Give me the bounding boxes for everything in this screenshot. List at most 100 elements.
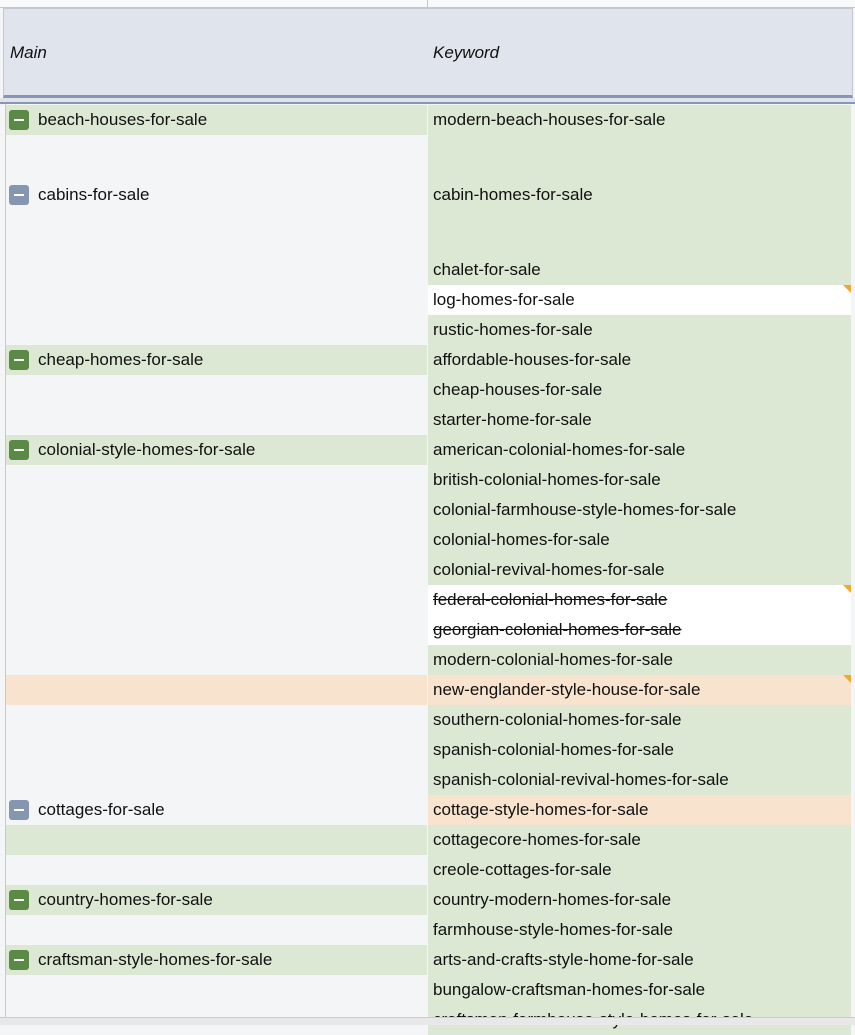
keyword-label: federal-colonial-homes-for-sale	[433, 590, 668, 609]
collapse-group-minus-icon[interactable]	[9, 950, 29, 970]
collapse-group-minus-icon[interactable]	[9, 890, 29, 910]
keyword-cell[interactable]: cheap-houses-for-sale	[428, 375, 851, 405]
keyword-label: cheap-houses-for-sale	[433, 380, 603, 399]
main-keyword-label: country-homes-for-sale	[38, 890, 213, 909]
keyword-label: starter-home-for-sale	[433, 410, 592, 429]
keyword-cell[interactable]: modern-beach-houses-for-sale	[428, 105, 851, 135]
main-cell[interactable]	[6, 915, 427, 945]
keyword-label: cottagecore-homes-for-sale	[433, 830, 641, 849]
main-cell[interactable]	[6, 855, 427, 885]
table-row: chalet-for-sale	[0, 255, 855, 285]
keyword-cell[interactable]: affordable-houses-for-sale	[428, 345, 851, 375]
main-cell[interactable]	[6, 645, 427, 675]
keyword-label: bungalow-craftsman-homes-for-sale	[433, 980, 706, 999]
main-cell[interactable]: cheap-homes-for-sale	[6, 345, 427, 375]
horizontal-scrollbar[interactable]	[0, 1017, 855, 1025]
table-row: craftsman-style-homes-for-sale arts-and-c…	[0, 945, 855, 975]
keyword-cell[interactable]: american-colonial-homes-for-sale	[428, 435, 851, 465]
keyword-label: colonial-homes-for-sale	[433, 530, 610, 549]
main-cell[interactable]: beach-houses-for-sale	[6, 105, 427, 135]
collapse-group-minus-icon[interactable]	[9, 110, 29, 130]
main-cell[interactable]: colonial-style-homes-for-sale	[6, 435, 427, 465]
table-row: colonial-farmhouse-style-homes-for-sale	[0, 495, 855, 525]
collapse-group-minus-icon[interactable]	[9, 440, 29, 460]
keyword-cell[interactable]: southern-colonial-homes-for-sale	[428, 705, 851, 735]
keyword-label: colonial-revival-homes-for-sale	[433, 560, 665, 579]
keyword-label: cabin-homes-for-sale	[433, 185, 593, 204]
keyword-cell[interactable]: spanish-colonial-homes-for-sale	[428, 735, 851, 765]
keyword-label: country-modern-homes-for-sale	[433, 890, 672, 909]
keyword-cell[interactable]: cottagecore-homes-for-sale	[428, 825, 851, 855]
keyword-label: british-colonial-homes-for-sale	[433, 470, 661, 489]
collapse-group-minus-icon[interactable]	[9, 350, 29, 370]
table-row: cheap-houses-for-sale	[0, 375, 855, 405]
main-cell[interactable]	[6, 705, 427, 735]
keyword-cell[interactable]: farmhouse-style-homes-for-sale	[428, 915, 851, 945]
column-header-main[interactable]: Main	[10, 43, 47, 62]
keyword-label: american-colonial-homes-for-sale	[433, 440, 686, 459]
keyword-cell[interactable]: cottage-style-homes-for-sale	[428, 795, 851, 825]
main-cell[interactable]	[6, 315, 427, 345]
table-row: new-englander-style-house-for-sale	[0, 675, 855, 705]
table-row: southern-colonial-homes-for-sale	[0, 705, 855, 735]
table-row: country-homes-for-sale country-modern-hom…	[0, 885, 855, 915]
main-cell[interactable]	[6, 975, 427, 1005]
main-keyword-label: cabins-for-sale	[38, 185, 150, 204]
keyword-cell[interactable]: starter-home-for-sale	[428, 405, 851, 435]
column-header-strip	[0, 0, 855, 8]
main-cell[interactable]	[6, 525, 427, 555]
comment-indicator-icon[interactable]	[843, 585, 851, 593]
keyword-cell[interactable]: log-homes-for-sale	[428, 285, 851, 315]
main-cell[interactable]	[6, 765, 427, 795]
keyword-cell[interactable]: british-colonial-homes-for-sale	[428, 465, 851, 495]
keyword-label: new-englander-style-house-for-sale	[433, 680, 701, 699]
main-cell[interactable]	[6, 555, 427, 585]
collapse-group-minus-icon[interactable]	[9, 800, 29, 820]
main-cell[interactable]: country-homes-for-sale	[6, 885, 427, 915]
main-cell[interactable]	[6, 285, 427, 315]
keyword-cell[interactable]: creole-cottages-for-sale	[428, 855, 851, 885]
keyword-cell[interactable]: chalet-for-sale	[428, 255, 851, 285]
main-cell[interactable]	[6, 465, 427, 495]
main-cell[interactable]	[6, 675, 427, 705]
keyword-cell[interactable]: georgian-colonial-homes-for-sale	[428, 615, 851, 645]
main-cell[interactable]: cabins-for-sale	[6, 135, 427, 255]
comment-indicator-icon[interactable]	[843, 675, 851, 683]
table-row: colonial-homes-for-sale	[0, 525, 855, 555]
column-header-keyword[interactable]: Keyword	[433, 43, 500, 62]
main-cell[interactable]: cottages-for-sale	[6, 795, 427, 825]
keyword-cell[interactable]: colonial-revival-homes-for-sale	[428, 555, 851, 585]
main-keyword-label: beach-houses-for-sale	[38, 110, 208, 129]
main-cell[interactable]	[6, 255, 427, 285]
main-keyword-label: craftsman-style-homes-for-sale	[38, 950, 273, 969]
main-keyword-label: cottages-for-sale	[38, 800, 165, 819]
main-cell[interactable]: craftsman-style-homes-for-sale	[6, 945, 427, 975]
keyword-cell[interactable]: rustic-homes-for-sale	[428, 315, 851, 345]
main-keyword-label: cheap-homes-for-sale	[38, 350, 204, 369]
table-row: georgian-colonial-homes-for-sale	[0, 615, 855, 645]
table-header: Main Keyword	[3, 8, 853, 98]
keyword-cell[interactable]: colonial-homes-for-sale	[428, 525, 851, 555]
main-cell[interactable]	[6, 495, 427, 525]
keyword-cell[interactable]: spanish-colonial-revival-homes-for-sale	[428, 765, 851, 795]
table-row: cottages-for-sale cottage-style-homes-for…	[0, 795, 855, 825]
keyword-cell[interactable]: arts-and-crafts-style-home-for-sale	[428, 945, 851, 975]
keyword-cell[interactable]: modern-colonial-homes-for-sale	[428, 645, 851, 675]
main-cell[interactable]	[6, 615, 427, 645]
frozen-row-divider[interactable]	[0, 98, 855, 104]
table-row: beach-houses-for-sale modern-beach-houses…	[0, 105, 855, 135]
keyword-cell[interactable]: country-modern-homes-for-sale	[428, 885, 851, 915]
comment-indicator-icon[interactable]	[843, 285, 851, 293]
keyword-cell[interactable]: federal-colonial-homes-for-sale	[428, 585, 851, 615]
keyword-cell[interactable]: cabin-homes-for-sale	[428, 135, 851, 255]
table-row: rustic-homes-for-sale	[0, 315, 855, 345]
main-cell[interactable]	[6, 405, 427, 435]
keyword-cell[interactable]: colonial-farmhouse-style-homes-for-sale	[428, 495, 851, 525]
main-cell[interactable]	[6, 735, 427, 765]
main-cell[interactable]	[6, 825, 427, 855]
keyword-cell[interactable]: bungalow-craftsman-homes-for-sale	[428, 975, 851, 1005]
keyword-cell[interactable]: new-englander-style-house-for-sale	[428, 675, 851, 705]
collapse-group-minus-icon[interactable]	[9, 185, 29, 205]
main-cell[interactable]	[6, 375, 427, 405]
main-cell[interactable]	[6, 585, 427, 615]
